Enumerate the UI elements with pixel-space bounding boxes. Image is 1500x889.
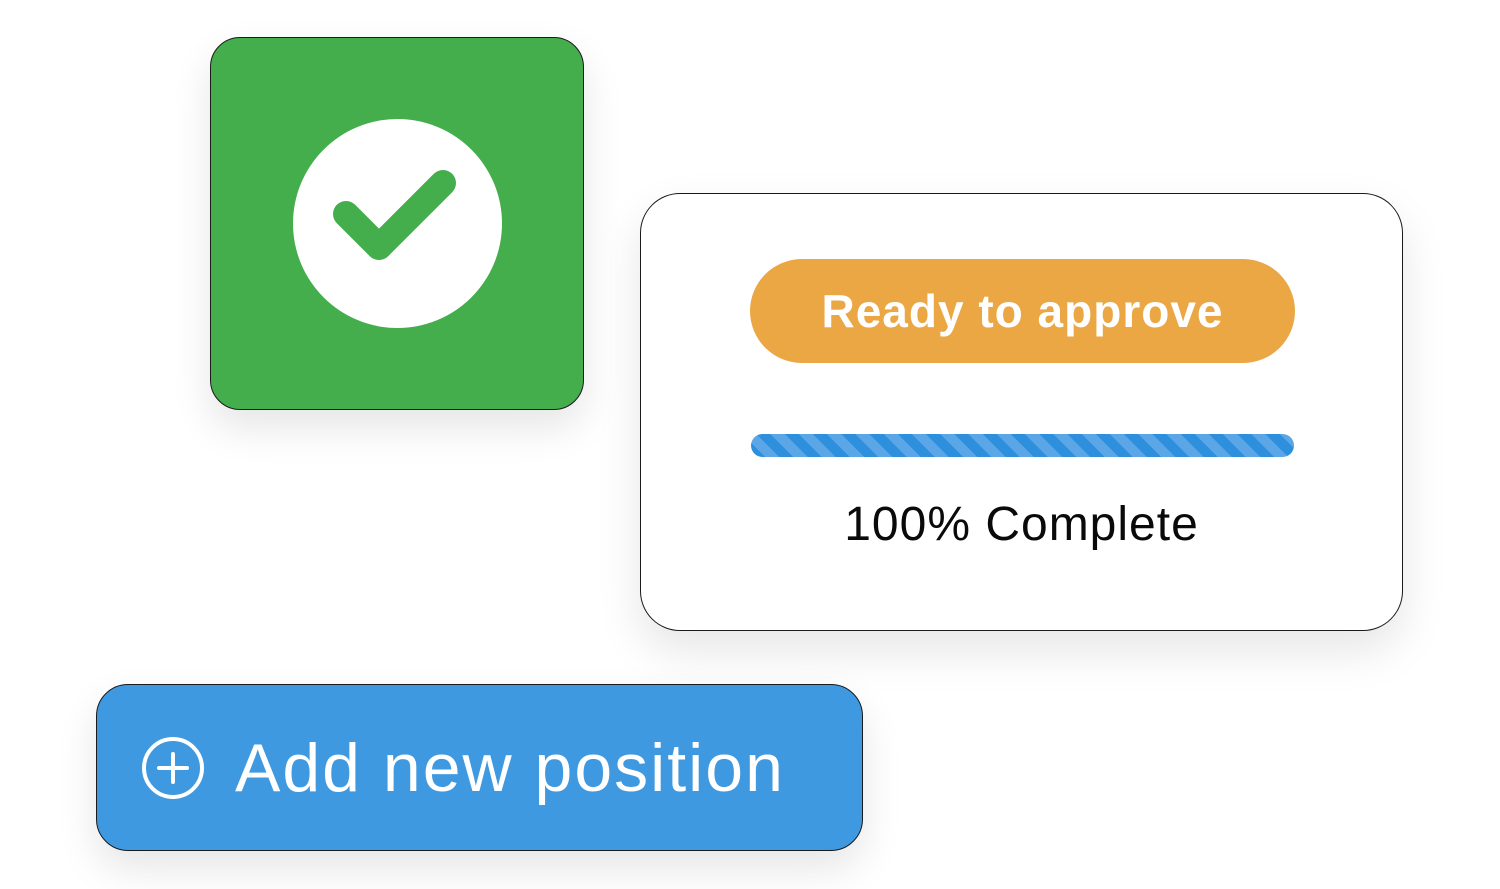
add-new-position-label: Add new position bbox=[235, 729, 785, 806]
add-new-position-button[interactable]: Add new position bbox=[96, 684, 863, 851]
success-card bbox=[210, 37, 584, 410]
approval-status-card: Ready to approve 100% Complete bbox=[640, 193, 1403, 631]
progress-bar bbox=[751, 434, 1294, 457]
plus-circle-icon bbox=[142, 736, 204, 799]
check-circle-icon bbox=[292, 119, 502, 328]
progress-bar-fill bbox=[751, 434, 1294, 457]
progress-label: 100% Complete bbox=[844, 498, 1199, 551]
status-badge: Ready to approve bbox=[750, 259, 1295, 363]
checkmark-icon bbox=[333, 169, 456, 260]
status-badge-label: Ready to approve bbox=[821, 285, 1224, 337]
